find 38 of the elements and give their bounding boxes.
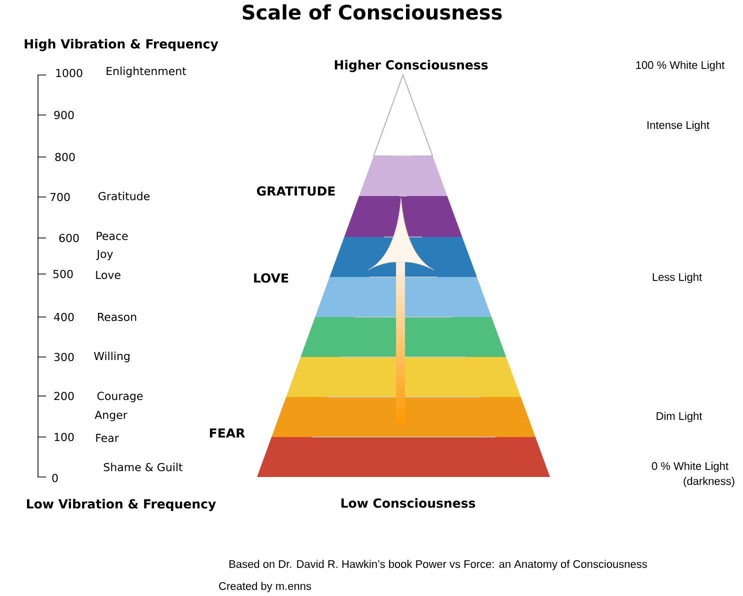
tick-label: 600	[59, 234, 79, 242]
tick-label: 0	[52, 474, 58, 482]
pyramid-label: GRATITUDE	[256, 186, 335, 196]
tick-label: 300	[54, 352, 74, 362]
tick-label: 900	[54, 110, 74, 120]
tick-label: 500	[53, 270, 73, 278]
tick-label: 1000	[56, 68, 82, 78]
level-label: Peace	[96, 232, 128, 240]
level-label: Enlightenment	[106, 66, 186, 78]
light-label: (darkness)	[684, 476, 734, 488]
pyramid-label: LOVE	[254, 273, 288, 283]
tick-label: 400	[54, 312, 74, 322]
credit-text: Created by m.enns	[219, 582, 312, 592]
level-label: Fear	[96, 434, 119, 442]
tick-label: 200	[54, 392, 74, 400]
axis-heading: Low Vibration & Frequency	[27, 498, 216, 512]
pyramid-label: Higher Consciousness	[334, 60, 488, 72]
level-label: Reason	[98, 312, 136, 322]
light-label: Dim Light	[656, 412, 702, 422]
caption: Based on Dr. David R. Hawkin’s book Power vs Force: an Anatomy of Consciousness	[230, 560, 647, 570]
light-label: 0 % White Light	[652, 462, 728, 472]
axis-heading: High Vibration & Frequency	[24, 38, 218, 52]
light-label: 100 % White Light	[636, 60, 725, 72]
title: Scale of Consciousness	[242, 4, 502, 20]
tick-label: 700	[50, 192, 70, 202]
level-label: Courage	[97, 392, 143, 402]
tick-label: 800	[55, 152, 75, 162]
light-label: Less Light	[652, 272, 702, 284]
light-label: Intense Light	[648, 120, 710, 132]
level-label: Joy	[96, 250, 113, 260]
level-label: Gratitude	[98, 192, 150, 200]
level-label: Willing	[94, 352, 130, 362]
level-label: Love	[96, 270, 120, 280]
pyramid-label: Low Consciousness	[341, 498, 476, 508]
level-label: Anger	[94, 410, 128, 422]
tick-label: 100	[54, 432, 74, 442]
level-label: Shame & Guilt	[104, 462, 183, 472]
pyramid-label: FEAR	[210, 428, 245, 438]
